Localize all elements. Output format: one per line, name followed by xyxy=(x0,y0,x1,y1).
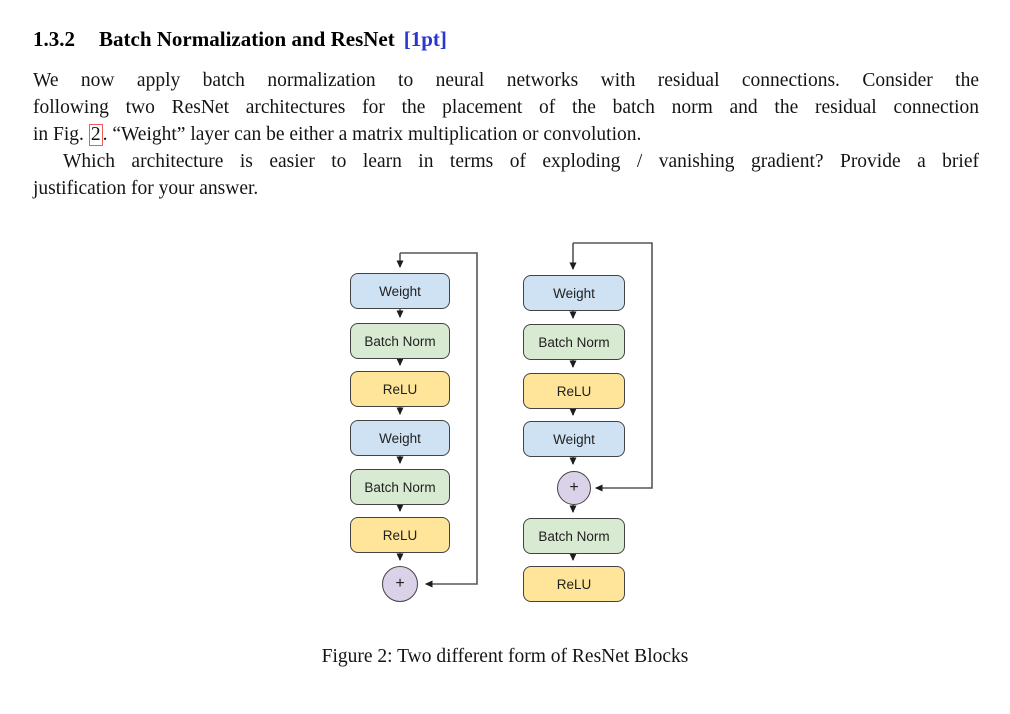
node-sum: + xyxy=(382,566,418,602)
node-batch-norm: Batch Norm xyxy=(350,469,450,505)
node-relu: ReLU xyxy=(523,566,625,602)
node-sum: + xyxy=(557,471,591,505)
node-relu: ReLU xyxy=(350,517,450,553)
section-title: Batch Normalization and ResNet xyxy=(99,27,395,51)
section-points-link[interactable]: [1pt] xyxy=(403,27,447,51)
paragraph-line: Which architecture is easier to learn in… xyxy=(63,151,979,172)
node-weight: Weight xyxy=(523,275,625,311)
node-batch-norm: Batch Norm xyxy=(523,324,625,360)
paragraph-line: in Fig. 2. “Weight” layer can be either … xyxy=(33,121,979,148)
node-relu: ReLU xyxy=(523,373,625,409)
paragraph-line: We now apply batch normalization to neur… xyxy=(33,70,979,91)
node-weight: Weight xyxy=(523,421,625,457)
node-relu: ReLU xyxy=(350,371,450,407)
node-batch-norm: Batch Norm xyxy=(350,323,450,359)
figure-2-link[interactable]: 2 xyxy=(88,124,103,146)
figure-caption: Figure 2: Two different form of ResNet B… xyxy=(321,646,689,667)
section-heading: 1.3.2 Batch Normalization and ResNet [1pt] xyxy=(33,27,447,52)
paragraph-text: . “Weight” layer can be either a matrix … xyxy=(102,124,642,145)
node-weight: Weight xyxy=(350,420,450,456)
section-number: 1.3.2 xyxy=(33,27,75,51)
paragraph-line: following two ResNet architectures for t… xyxy=(33,97,979,118)
node-weight: Weight xyxy=(350,273,450,309)
intro-paragraph: We now apply batch normalization to neur… xyxy=(33,67,979,202)
node-batch-norm: Batch Norm xyxy=(523,518,625,554)
paragraph-text: in Fig. xyxy=(33,124,84,145)
paragraph-line: justification for your answer. xyxy=(33,178,259,199)
